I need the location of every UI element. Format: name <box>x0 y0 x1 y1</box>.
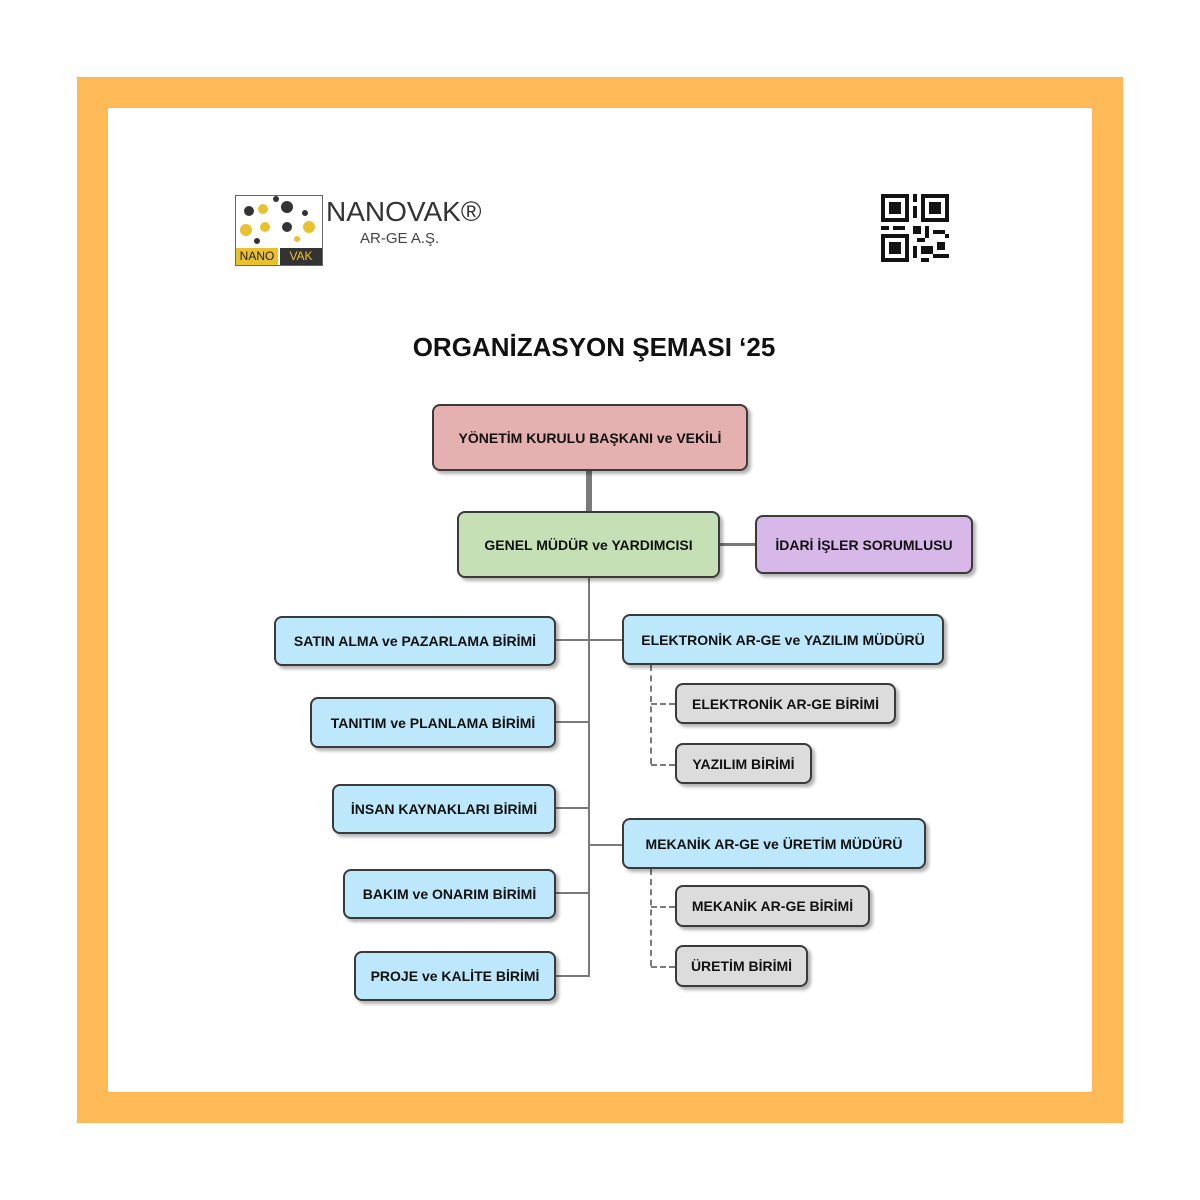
page-sheet <box>108 108 1092 1092</box>
page-title: ORGANİZASYON ŞEMASI ‘25 <box>412 332 776 362</box>
node-maintenance-repair: BAKIM ve ONARIM BİRİMİ <box>343 869 556 919</box>
logo-vak-text: VAK <box>280 248 322 265</box>
dashed-connector <box>651 906 675 908</box>
node-electronics-manager: ELEKTRONİK AR-GE ve YAZILIM MÜDÜRÜ <box>622 614 944 665</box>
nanovak-logo: NANO VAK <box>235 195 323 266</box>
dashed-connector <box>651 966 675 968</box>
node-human-resources: İNSAN KAYNAKLARI BİRİMİ <box>332 784 556 834</box>
node-software-unit: YAZILIM BİRİMİ <box>675 743 812 784</box>
logo-nano-text: NANO <box>236 248 278 265</box>
dashed-connector <box>650 869 652 966</box>
node-purchasing-marketing: SATIN ALMA ve PAZARLAMA BİRİMİ <box>274 616 556 666</box>
dashed-connector <box>651 703 675 705</box>
node-mechanics-manager: MEKANİK AR-GE ve ÜRETİM MÜDÜRÜ <box>622 818 926 869</box>
node-electronics-rd-unit: ELEKTRONİK AR-GE BİRİMİ <box>675 683 896 724</box>
node-project-quality: PROJE ve KALİTE BİRİMİ <box>354 951 556 1001</box>
connector-line <box>720 543 755 546</box>
node-admin-affairs: İDARİ İŞLER SORUMLUSU <box>755 515 973 574</box>
connector-line <box>589 844 622 846</box>
brand-name: NANOVAK® <box>326 196 482 227</box>
connector-line <box>556 975 589 977</box>
node-general-manager: GENEL MÜDÜR ve YARDIMCISI <box>457 511 720 578</box>
brand-subtitle: AR-GE A.Ş. <box>360 230 440 247</box>
connector-line <box>586 471 592 511</box>
node-promotion-planning: TANITIM ve PLANLAMA BİRİMİ <box>310 697 556 748</box>
connector-line <box>556 721 589 723</box>
qr-code-icon <box>881 194 949 262</box>
node-production-unit: ÜRETİM BİRİMİ <box>675 945 808 987</box>
connector-line <box>556 639 622 641</box>
connector-line <box>556 892 589 894</box>
connector-line <box>556 807 589 809</box>
dashed-connector <box>650 665 652 764</box>
dashed-connector <box>651 764 675 766</box>
node-mechanics-rd-unit: MEKANİK AR-GE BİRİMİ <box>675 885 870 927</box>
connector-line <box>588 578 590 977</box>
node-board-chair: YÖNETİM KURULU BAŞKANI ve VEKİLİ <box>432 404 748 471</box>
